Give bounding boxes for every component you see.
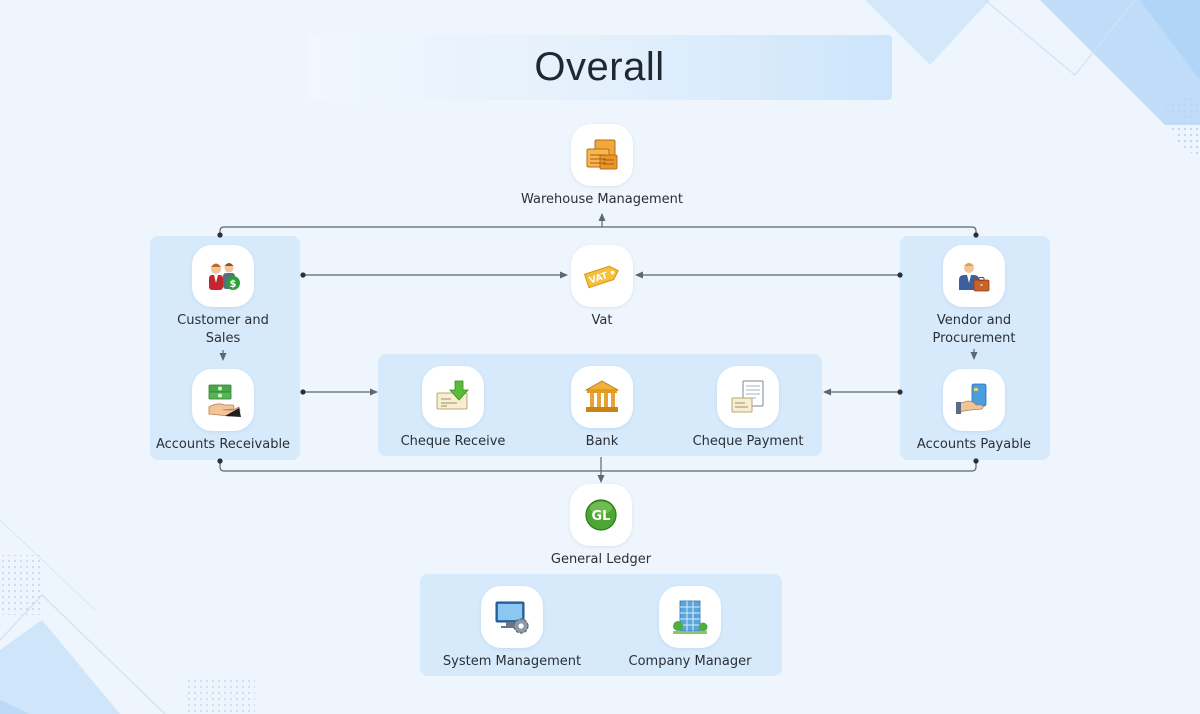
node-vendor-and-procurement[interactable]: Vendor and Procurement xyxy=(889,245,1059,348)
node-warehouse-management[interactable]: Warehouse Management xyxy=(517,124,687,209)
node-label: System Management xyxy=(442,654,582,669)
svg-text:GL: GL xyxy=(592,509,611,524)
office-building-icon xyxy=(673,600,708,634)
node-label: Company Manager xyxy=(628,654,752,669)
bank-icon xyxy=(584,380,620,412)
node-label: Warehouse Management xyxy=(520,192,684,207)
card-hand-icon xyxy=(956,383,987,414)
cash-hand-icon xyxy=(208,384,241,417)
boxes-icon xyxy=(586,139,618,170)
node-label: Vendor and Procurement xyxy=(932,313,1016,346)
node-bank[interactable]: Bank xyxy=(517,366,687,451)
node-cheque-receive[interactable]: Cheque Receive xyxy=(368,366,538,451)
title-banner: Overall xyxy=(307,35,892,100)
node-system-management[interactable]: System Management xyxy=(427,586,597,671)
node-cheque-payment[interactable]: Cheque Payment xyxy=(663,366,833,451)
connector-bottom-bracket xyxy=(219,461,977,472)
node-vat[interactable]: VAT Vat xyxy=(517,245,687,330)
node-label: General Ledger xyxy=(550,552,652,567)
node-label: Cheque Payment xyxy=(692,434,804,449)
cheque-in-icon xyxy=(436,380,469,410)
node-label: Accounts Receivable xyxy=(155,437,291,452)
node-accounts-payable[interactable]: Accounts Payable xyxy=(889,369,1059,454)
vat-tag-icon: VAT xyxy=(583,265,619,289)
customer-dollar-icon: $ xyxy=(209,263,240,290)
node-label: Vat xyxy=(591,313,613,328)
vendor-briefcase-icon xyxy=(959,263,990,292)
group-administration xyxy=(420,574,782,676)
node-customer-and-sales[interactable]: $ Customer and Sales xyxy=(138,245,308,348)
gl-badge-icon: GL xyxy=(585,499,617,531)
cheque-out-icon xyxy=(731,380,764,413)
node-label: Accounts Payable xyxy=(916,437,1032,452)
svg-text:$: $ xyxy=(230,279,237,290)
node-general-ledger[interactable]: GL General Ledger xyxy=(516,484,686,569)
monitor-gear-icon xyxy=(495,601,529,634)
page-title: Overall xyxy=(534,45,665,89)
node-accounts-receivable[interactable]: Accounts Receivable xyxy=(138,369,308,454)
node-label: Customer and Sales xyxy=(177,313,269,346)
node-company-manager[interactable]: Company Manager xyxy=(605,586,775,671)
node-label: Cheque Receive xyxy=(400,434,506,449)
node-label: Bank xyxy=(585,434,619,449)
connector-top-bracket xyxy=(219,226,977,235)
